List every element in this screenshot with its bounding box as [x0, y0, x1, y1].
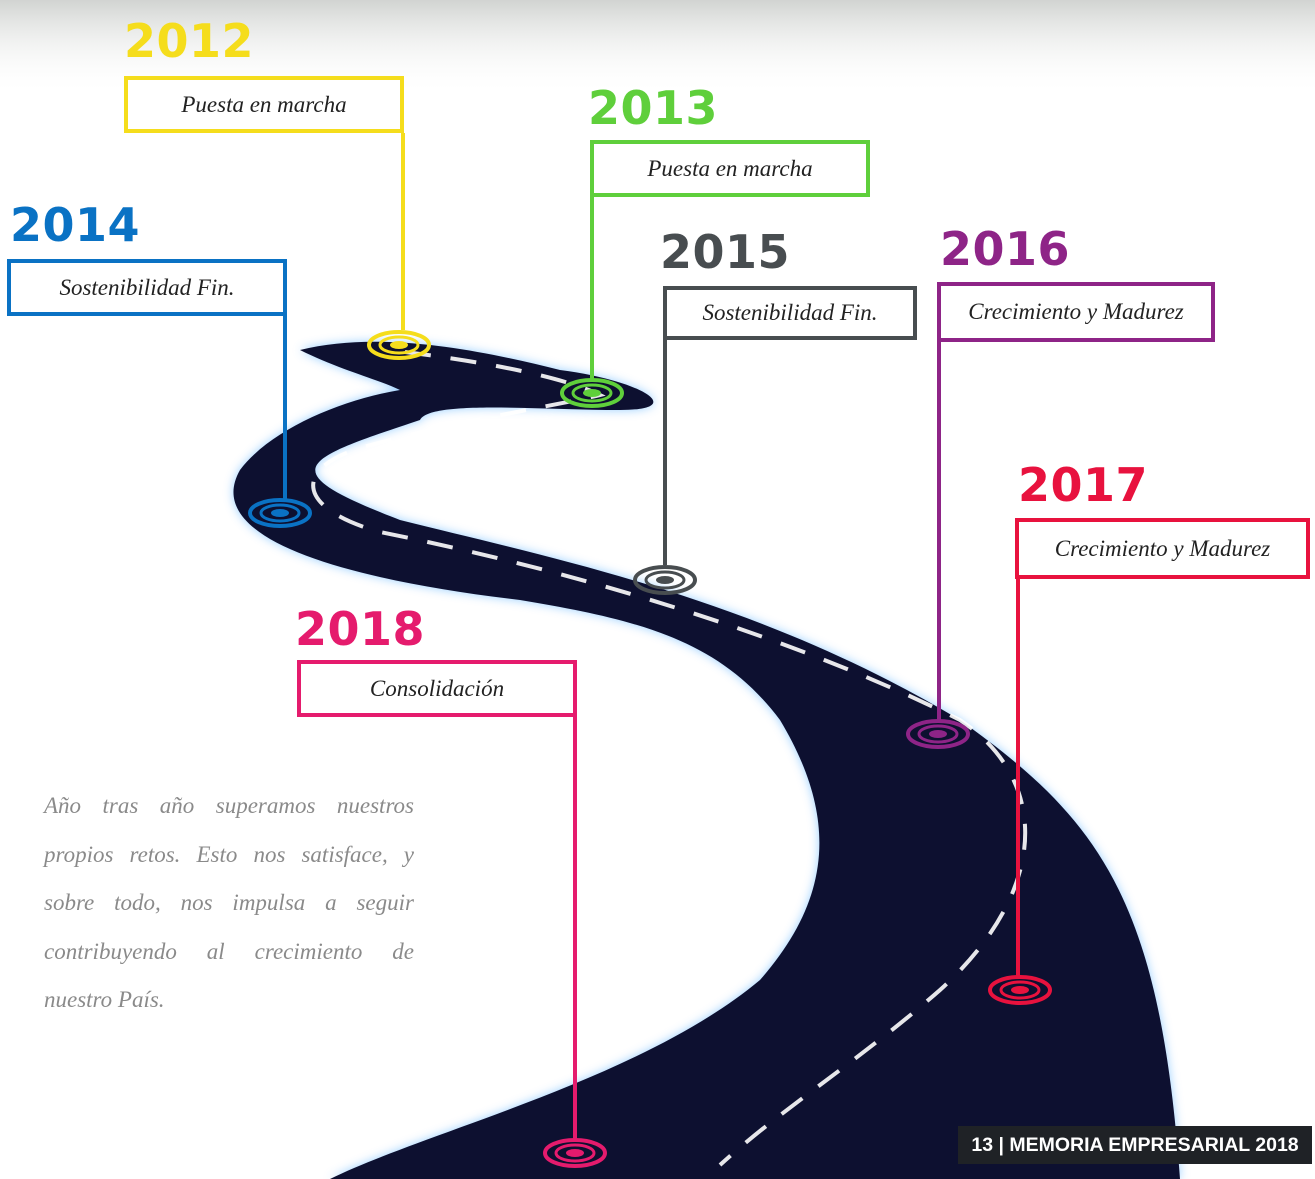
lane-markings: [311, 350, 1028, 1167]
quote-text: Año tras año superamos nuestros propios …: [44, 793, 414, 1012]
milestone-label-2015: Sostenibilidad Fin.: [663, 286, 917, 340]
milestone-marker-2017: [988, 975, 1052, 1005]
milestone-markers: [248, 330, 1052, 1168]
milestone-marker-2016: [906, 719, 970, 749]
milestone-marker-2012: [367, 330, 431, 360]
footer-page-label: 13 | MEMORIA EMPRESARIAL 2018: [958, 1126, 1312, 1164]
milestone-year-2017: 2017: [1018, 458, 1149, 512]
milestone-label-2018: Consolidación: [297, 660, 577, 717]
road-body: [233, 341, 1180, 1179]
milestone-year-2014: 2014: [10, 198, 141, 252]
milestone-marker-2014: [248, 498, 312, 528]
milestone-label-2017: Crecimiento y Madurez: [1015, 518, 1310, 579]
milestone-year-2018: 2018: [295, 602, 426, 656]
milestone-marker-2015: [633, 565, 697, 595]
milestone-year-2016: 2016: [940, 222, 1071, 276]
milestone-year-2013: 2013: [588, 81, 719, 135]
milestone-marker-2013: [560, 378, 624, 408]
milestone-label-2012: Puesta en marcha: [124, 76, 404, 133]
milestone-label-2014: Sostenibilidad Fin.: [7, 259, 287, 316]
milestone-year-2015: 2015: [660, 225, 791, 279]
milestone-marker-2018: [543, 1138, 607, 1168]
milestone-poles: [283, 133, 1020, 1140]
milestone-year-2012: 2012: [124, 14, 255, 68]
milestone-label-2013: Puesta en marcha: [590, 140, 870, 197]
milestone-label-2016: Crecimiento y Madurez: [937, 282, 1215, 342]
